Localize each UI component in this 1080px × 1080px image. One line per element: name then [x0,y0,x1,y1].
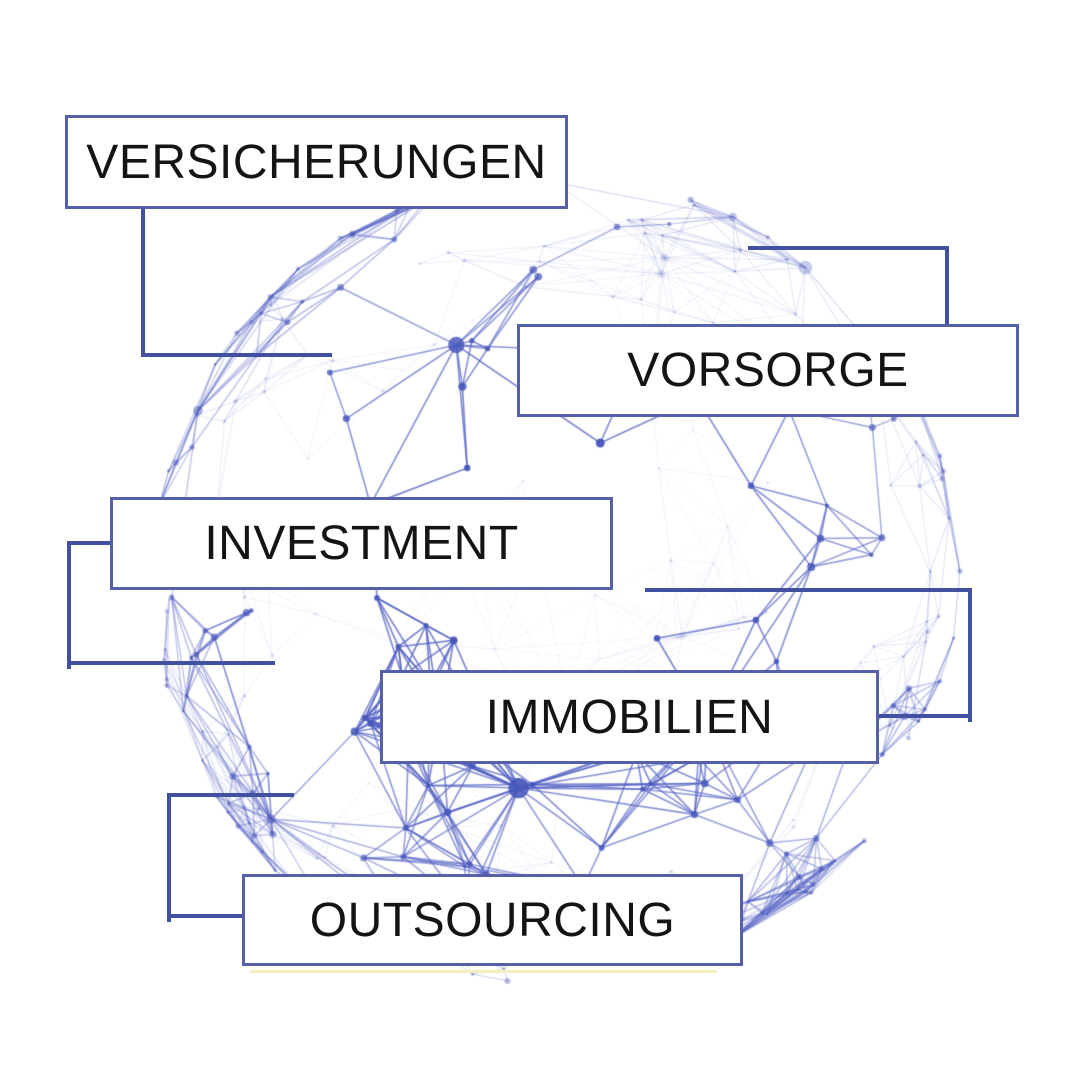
label-immobilien-text: IMMOBILIEN [485,690,774,744]
label-investment-text: INVESTMENT [204,517,519,570]
outsourcing-underline-accent [250,970,717,973]
label-box-outsourcing: OUTSOURCING [242,874,743,966]
label-box-immobilien: IMMOBILIEN [380,670,879,764]
connector-investment [67,541,118,669]
label-box-versicherungen: VERSICHERUNGEN [65,115,568,209]
label-box-vorsorge: VORSORGE [517,324,1019,417]
label-versicherungen-text: VERSICHERUNGEN [86,135,547,189]
connector-outsourcing [167,793,294,922]
connector-vorsorge [748,246,949,332]
label-outsourcing-text: OUTSOURCING [309,893,676,947]
connector-immobilien-tail [873,714,968,718]
label-box-investment: INVESTMENT [110,497,613,590]
connector-outsourcing-tail [167,914,246,918]
label-vorsorge-text: VORSORGE [627,344,909,397]
connector-versicherungen [141,200,332,357]
connector-immobilien [645,588,972,722]
connector-investment-tail [67,661,275,665]
